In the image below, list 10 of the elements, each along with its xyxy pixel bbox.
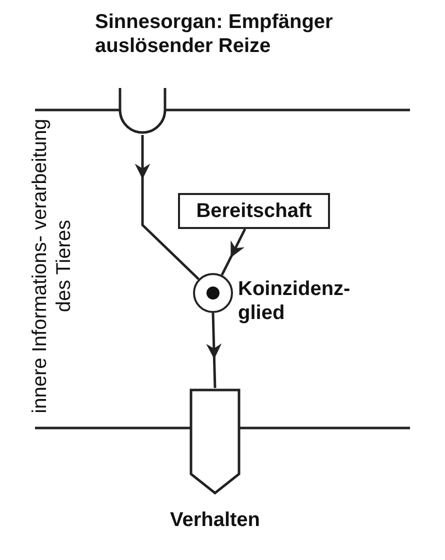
coincidence-circle [193, 273, 233, 313]
effector-label: Verhalten [168, 508, 262, 532]
box-label: Bereitschaft [196, 199, 312, 223]
arrow [206, 312, 222, 388]
sensor-label: Sinnesorgan: Empfänger auslösender Reize [95, 10, 334, 58]
node-caption: Koinzidenz- glied [238, 277, 352, 325]
vertical-label: innere Informations- verarbeitung des Tieres [28, 118, 76, 416]
arrow [134, 135, 200, 280]
state-box [178, 193, 330, 229]
arrow [220, 228, 246, 276]
